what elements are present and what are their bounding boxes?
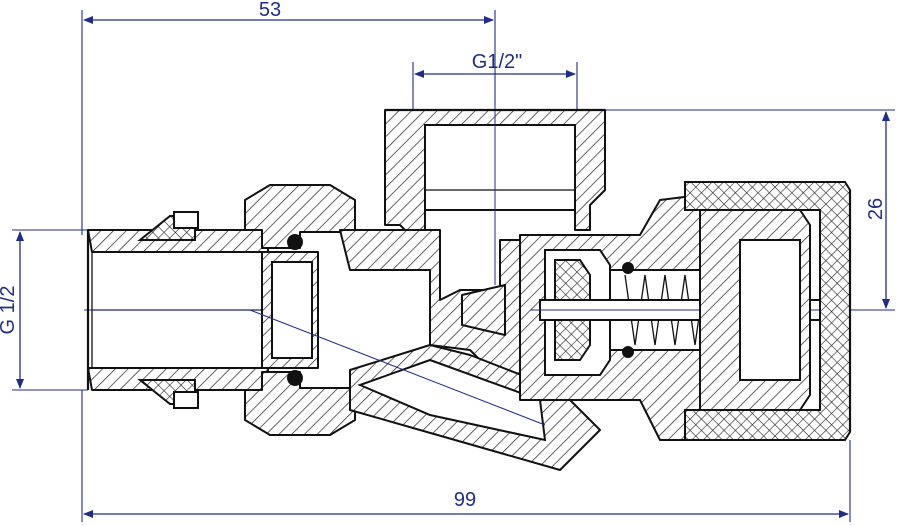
- thermostatic-insert: [519, 194, 840, 441]
- dimension-53-label: 53: [259, 0, 281, 21]
- protective-cap: [684, 181, 851, 441]
- dimension-top-thread-label: G1/2": [472, 51, 522, 73]
- centerlines: [84, 100, 496, 311]
- dimension-26-label: 26: [865, 198, 887, 220]
- tailpiece-inlet: [87, 211, 269, 409]
- o-ring-top: [287, 234, 303, 250]
- o-ring-bottom: [287, 370, 303, 386]
- dimension-99-label: 99: [454, 489, 476, 511]
- dimension-side-thread-label: G 1/2: [0, 286, 19, 335]
- union-nut: [244, 184, 356, 436]
- outline-accents: [86, 108, 852, 432]
- valve-body: [249, 109, 606, 471]
